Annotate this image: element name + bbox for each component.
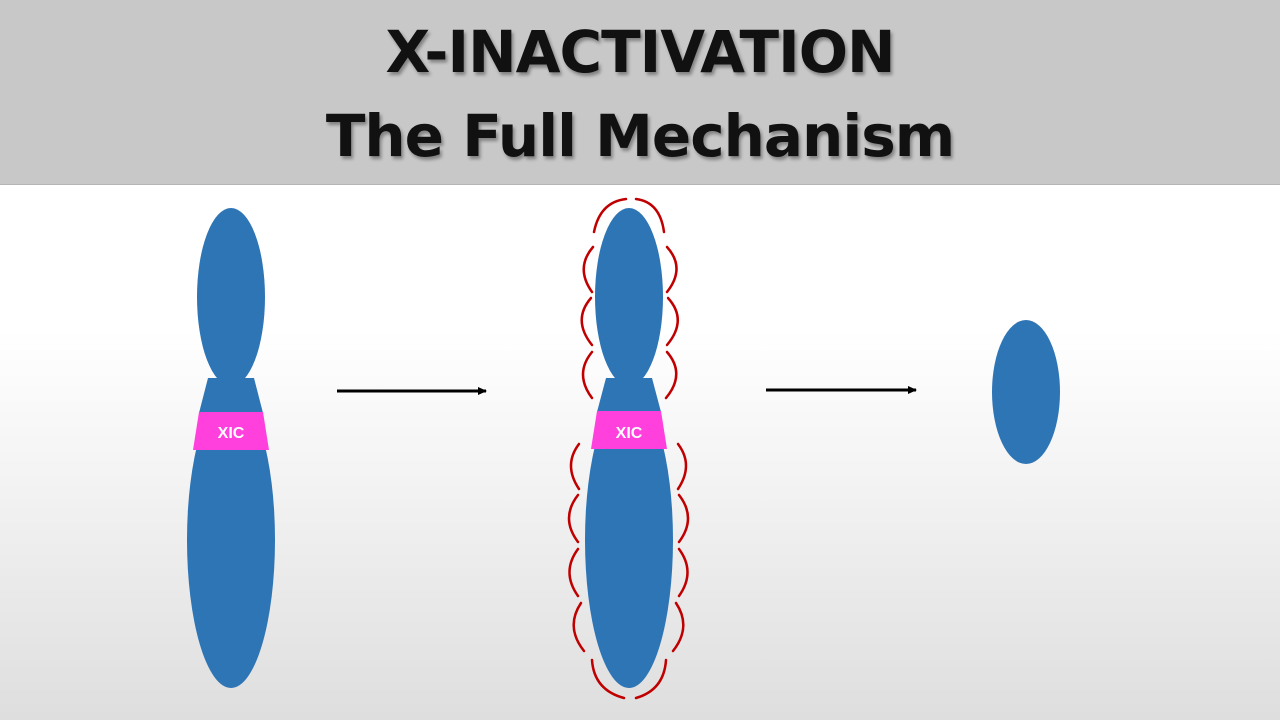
xist-arc (569, 442, 581, 491)
xic-label: XIC (616, 425, 643, 442)
xist-arc (634, 197, 666, 234)
page-subtitle: The Full Mechanism (325, 102, 955, 170)
title-banner: X-INACTIVATION The Full Mechanism (0, 0, 1280, 185)
chromosome-short-arm (197, 208, 265, 386)
xic-label: XIC (218, 425, 245, 442)
xist-rna-coat (567, 197, 690, 700)
xic-band (193, 412, 269, 450)
xic-band (591, 411, 667, 449)
x-chromosome-active: XIC (187, 208, 275, 688)
xist-arc (590, 658, 626, 700)
xist-arc (572, 601, 586, 653)
xist-arc (634, 658, 668, 700)
xist-arc (664, 350, 678, 400)
chromosome-long-arm (585, 392, 673, 688)
xist-arc (677, 493, 690, 544)
xist-arc (567, 493, 580, 544)
chromosome-short-arm (595, 208, 663, 386)
xist-arc (580, 296, 594, 347)
x-chromosome-xist-coated: XIC (567, 197, 690, 700)
xist-arc (581, 350, 594, 400)
xist-arc (592, 197, 628, 234)
page-title: X-INACTIVATION (385, 18, 895, 86)
xist-arc (665, 296, 679, 347)
xist-arc (582, 245, 595, 294)
xist-arc (676, 442, 688, 491)
xist-arc (671, 601, 685, 653)
xist-arc (568, 547, 580, 598)
barr-body (992, 320, 1060, 464)
chromosome-long-arm (187, 392, 275, 688)
xist-arc (677, 547, 689, 598)
xist-arc (665, 245, 678, 294)
